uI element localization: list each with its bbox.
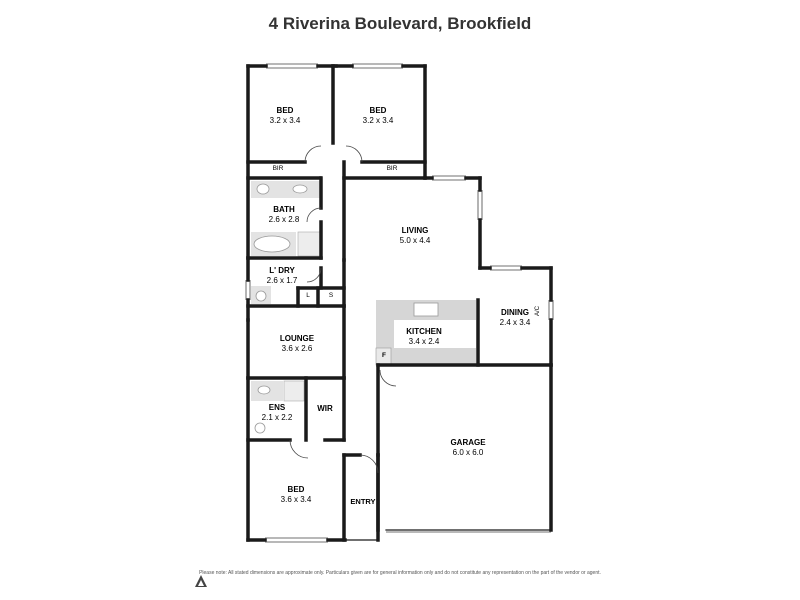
- room-dining: DINING 2.4 x 3.4: [490, 308, 540, 328]
- room-name: GARAGE: [450, 438, 486, 447]
- room-dims: 3.4 x 2.4: [408, 337, 440, 346]
- room-name: LOUNGE: [279, 334, 315, 343]
- room-living: LIVING 5.0 x 4.4: [383, 226, 447, 246]
- room-dims: 2.6 x 2.8: [268, 215, 300, 224]
- room-name: ENS: [268, 403, 286, 412]
- room-garage: GARAGE 6.0 x 6.0: [436, 438, 500, 458]
- room-dims: 3.6 x 3.4: [280, 495, 312, 504]
- room-bed-2: BED 3.2 x 3.4: [348, 106, 408, 126]
- room-entry: ENTRY: [350, 497, 376, 506]
- room-dims: 3.2 x 3.4: [362, 116, 394, 125]
- room-bir-2: BIR: [386, 165, 398, 172]
- room-name: LIVING: [401, 226, 429, 235]
- room-dims: 3.2 x 3.4: [269, 116, 301, 125]
- room-laundry: L' DRY 2.6 x 1.7: [254, 266, 310, 286]
- room-ensuite: ENS 2.1 x 2.2: [254, 403, 300, 423]
- room-dims: 2.4 x 3.4: [499, 318, 531, 327]
- fridge-label: F: [382, 352, 386, 359]
- room-dims: 3.6 x 2.6: [281, 344, 313, 353]
- room-bir-1: BIR: [272, 165, 284, 172]
- room-bed-3: BED 3.6 x 3.4: [264, 485, 328, 505]
- disclaimer: Please note: All stated dimensions are a…: [199, 570, 601, 576]
- room-name: BATH: [273, 205, 295, 214]
- room-kitchen: KITCHEN 3.4 x 2.4: [394, 327, 454, 347]
- room-lounge: LOUNGE 3.6 x 2.6: [266, 334, 328, 354]
- room-name: L' DRY: [269, 266, 295, 275]
- room-store: S: [328, 292, 334, 299]
- walls: [246, 64, 553, 542]
- room-wir: WIR: [317, 404, 333, 413]
- company-logo-icon: [195, 575, 207, 587]
- room-name: BED: [287, 485, 305, 494]
- room-dims: 2.6 x 1.7: [266, 276, 298, 285]
- room-name: DINING: [501, 308, 529, 317]
- room-name: BED: [369, 106, 387, 115]
- room-linen: L: [306, 292, 310, 299]
- room-bath: BATH 2.6 x 2.8: [256, 205, 312, 225]
- fixtures: [251, 181, 476, 434]
- windows-doors: [245, 63, 554, 543]
- room-dims: 6.0 x 6.0: [452, 448, 484, 457]
- room-dims: 2.1 x 2.2: [261, 413, 293, 422]
- room-bed-1: BED 3.2 x 3.4: [255, 106, 315, 126]
- ac-label: A/C: [535, 306, 541, 317]
- room-name: KITCHEN: [406, 327, 442, 336]
- room-dims: 5.0 x 4.4: [399, 236, 431, 245]
- page-title: 4 Riverina Boulevard, Brookfield: [268, 14, 532, 33]
- room-name: BED: [276, 106, 294, 115]
